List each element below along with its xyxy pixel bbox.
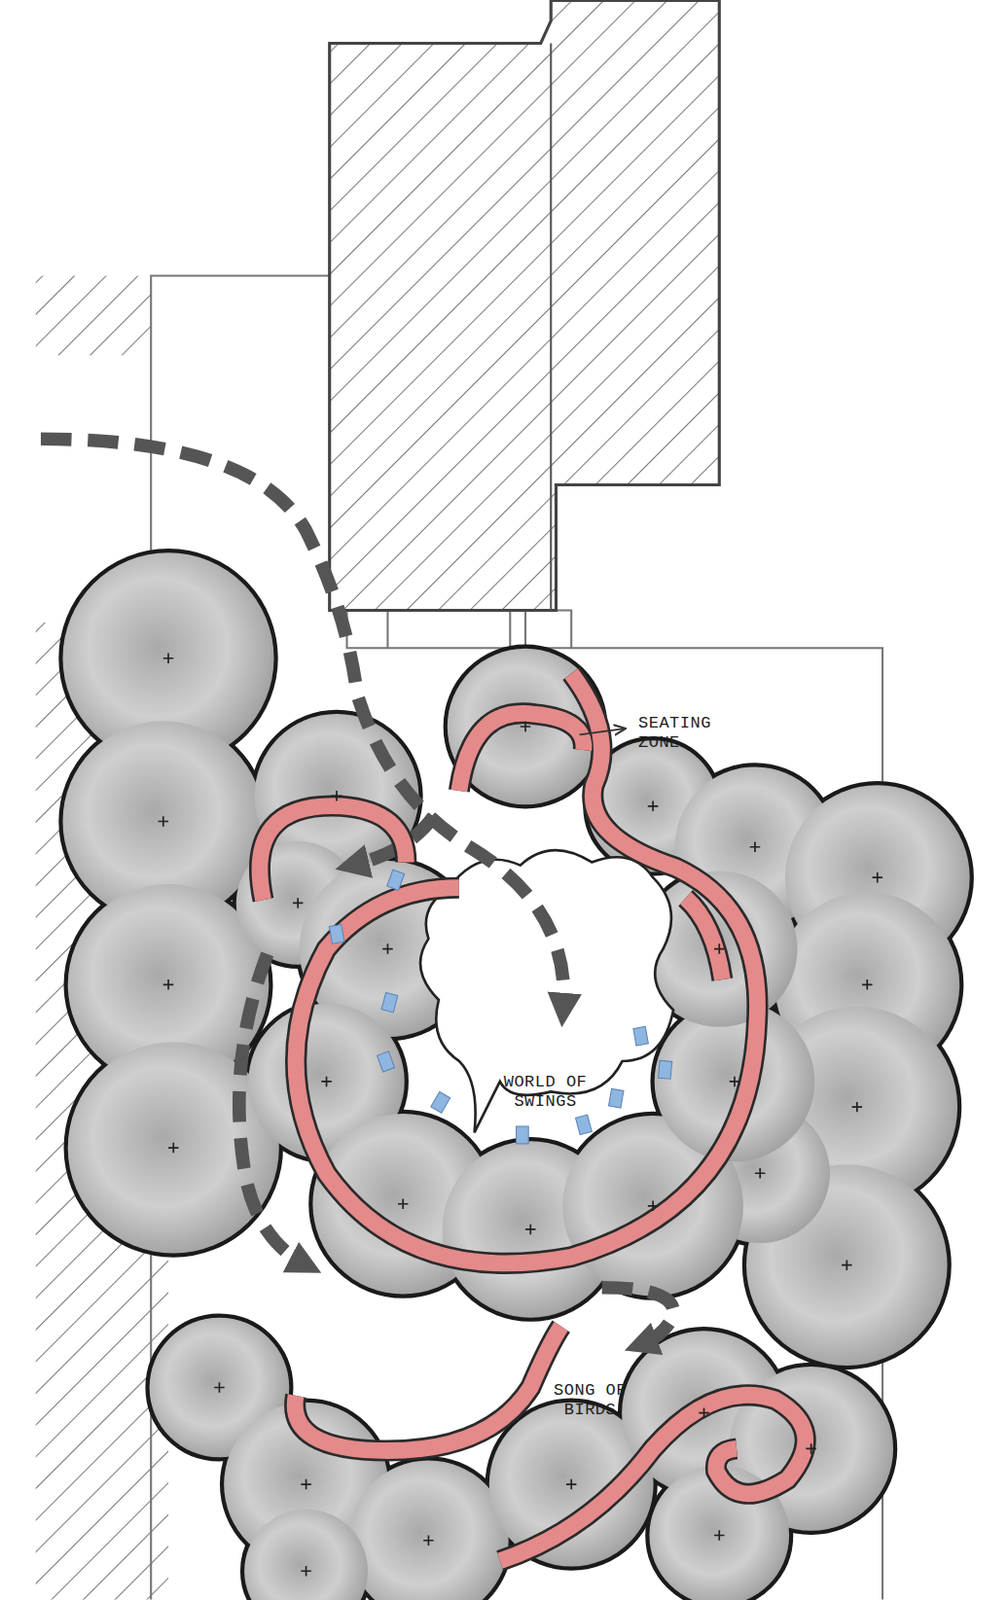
swing-seat bbox=[431, 1091, 451, 1114]
tree-centre-mark bbox=[805, 1443, 816, 1454]
tree-centre-mark bbox=[648, 1201, 658, 1212]
tree-centre-mark bbox=[872, 872, 883, 883]
zone-label: SONG OF BIRDS bbox=[540, 1381, 640, 1422]
tree-centre-mark bbox=[714, 1530, 724, 1541]
swing-seat bbox=[381, 992, 398, 1012]
tree-centre-mark bbox=[423, 1536, 433, 1547]
tree-centre-mark bbox=[163, 979, 174, 990]
tree-centre-mark bbox=[520, 721, 531, 732]
tree-centre-mark bbox=[331, 791, 342, 801]
tree-centre-mark bbox=[841, 1260, 852, 1270]
tree-centre-mark bbox=[397, 1198, 408, 1209]
tree-centre-mark bbox=[168, 1143, 179, 1153]
swing-seat bbox=[328, 925, 344, 945]
zone-label: SEATING ZONE bbox=[638, 714, 728, 755]
swing-seat bbox=[377, 1051, 396, 1073]
tree-centre-mark bbox=[729, 1077, 740, 1087]
tree-centre-mark bbox=[714, 943, 724, 954]
swing-seat bbox=[633, 1026, 648, 1046]
tree-centre-mark bbox=[648, 801, 658, 812]
tree-canopy bbox=[61, 551, 972, 1600]
swing-seat bbox=[387, 869, 405, 891]
tree-centre-mark bbox=[158, 816, 169, 827]
tree-centre-mark bbox=[214, 1382, 224, 1393]
swing-seat bbox=[576, 1115, 593, 1135]
swing-seat bbox=[658, 1060, 673, 1080]
tree-centre-mark bbox=[755, 1168, 765, 1179]
tree-fill bbox=[244, 1510, 368, 1600]
tree-centre-mark bbox=[382, 943, 393, 954]
building bbox=[329, 0, 720, 611]
tree-centre-mark bbox=[852, 1102, 863, 1113]
tree-centres bbox=[158, 653, 883, 1578]
tree-centre-mark bbox=[862, 979, 872, 990]
tree-centre-mark bbox=[321, 1077, 331, 1087]
zone-label: WORLD OF SWINGS bbox=[489, 1073, 602, 1114]
tree-centre-mark bbox=[566, 1479, 576, 1490]
swing-seats bbox=[328, 869, 672, 1145]
tree-centre-mark bbox=[292, 898, 303, 908]
tree-centre-mark bbox=[300, 1479, 311, 1490]
walkway-paths bbox=[259, 673, 806, 1561]
swing-seat bbox=[516, 1126, 530, 1145]
tree-centre-mark bbox=[698, 1407, 709, 1418]
tree-fill bbox=[348, 1460, 509, 1600]
tree-centre-mark bbox=[525, 1224, 536, 1235]
swing-seat bbox=[609, 1088, 624, 1109]
tree-centre-mark bbox=[163, 653, 174, 664]
tree-centre-mark bbox=[750, 841, 760, 852]
leader-line bbox=[579, 728, 625, 735]
tree-centre-mark bbox=[300, 1566, 311, 1577]
